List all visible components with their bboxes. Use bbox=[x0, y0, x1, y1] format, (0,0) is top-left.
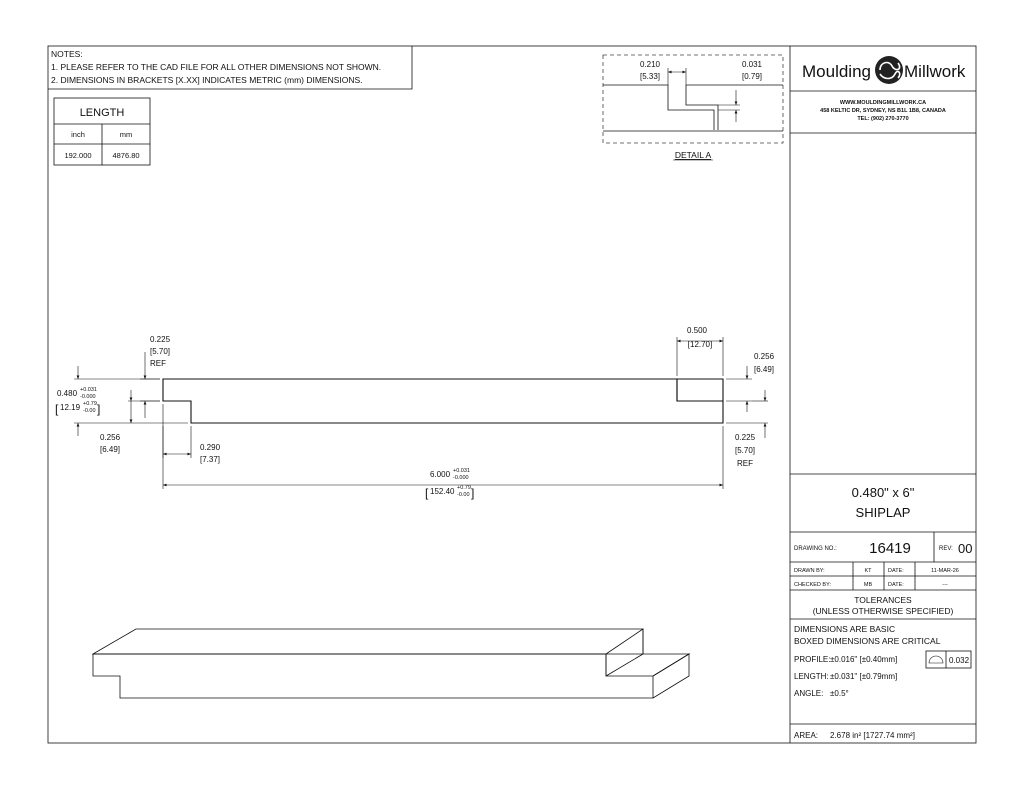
detail-a: 0.210 [5.33] 0.031 [0.79] DETAIL A bbox=[602, 54, 784, 161]
dim-thickness-plus: +0.031 bbox=[80, 387, 97, 393]
detail-a-label: DETAIL A bbox=[675, 150, 712, 160]
dim-right-bottom: 0.225 [5.70] REF bbox=[726, 390, 768, 468]
dim-overall-mm: 152.40 bbox=[430, 487, 455, 496]
profile-tolerance-value: 0.032 bbox=[949, 656, 970, 665]
length-value-inch: 192.000 bbox=[64, 151, 91, 160]
dim-right-top-width-in: 0.500 bbox=[687, 326, 708, 335]
product-line1: 0.480" x 6" bbox=[852, 485, 915, 500]
dims-basic-note: DIMENSIONS ARE BASIC bbox=[794, 624, 895, 634]
length-header-inch: inch bbox=[71, 130, 85, 139]
boxed-critical-note: BOXED DIMENSIONS ARE CRITICAL bbox=[794, 636, 941, 646]
profile-value: ±0.016" [±0.40mm] bbox=[830, 655, 897, 664]
dim-right-top-width: 0.500 [12.70] bbox=[676, 326, 724, 376]
drawn-by-value: KT bbox=[864, 568, 872, 574]
dim-thickness: 0.480 +0.031 -0.000 [ 12.19 +0.79 -0.00 … bbox=[55, 366, 188, 436]
drawn-date-label: DATE: bbox=[888, 568, 904, 574]
bracket-open: [ bbox=[425, 486, 429, 500]
dim-left-top-note: REF bbox=[150, 359, 166, 368]
dim-right-top-depth-in: 0.256 bbox=[754, 352, 775, 361]
dim-thickness-mm: 12.19 bbox=[60, 403, 81, 412]
bracket-open: [ bbox=[55, 402, 59, 416]
drawn-date-value: 11-MAR-26 bbox=[931, 568, 959, 574]
length-table: LENGTH inch mm 192.000 4876.80 bbox=[53, 97, 151, 166]
tolerances-subtitle: (UNLESS OTHERWISE SPECIFIED) bbox=[813, 606, 954, 616]
dim-left-top: 0.225 [5.70] REF bbox=[140, 335, 171, 418]
dim-right-bottom-note: REF bbox=[737, 459, 753, 468]
detail-a-dim-left-in: 0.210 bbox=[640, 60, 661, 69]
dim-right-top-depth: 0.256 [6.49] bbox=[726, 352, 775, 412]
detail-a-dim-left-mm: [5.33] bbox=[640, 72, 660, 81]
dim-thickness-in: 0.480 bbox=[57, 389, 78, 398]
bracket-close: ] bbox=[97, 402, 100, 416]
detail-a-dim-right-in: 0.031 bbox=[742, 60, 763, 69]
dim-right-top-width-mm: [12.70] bbox=[688, 340, 712, 349]
rev-label: REV: bbox=[939, 546, 953, 552]
dim-thickness-minus: -0.000 bbox=[80, 394, 96, 400]
company-logo-icon bbox=[875, 56, 903, 84]
length-table-title: LENGTH bbox=[80, 107, 125, 119]
length-header-mm: mm bbox=[120, 130, 133, 139]
tolerances-title: TOLERANCES bbox=[854, 595, 912, 605]
drawn-by-label: DRAWN BY: bbox=[794, 568, 825, 574]
dim-left-top-in: 0.225 bbox=[150, 335, 171, 344]
company-name-part1: Moulding bbox=[802, 62, 871, 81]
dim-left-bottom-depth-in: 0.256 bbox=[100, 433, 121, 442]
dim-left-bottom-width-mm: [7.37] bbox=[200, 455, 220, 464]
checked-by-label: CHECKED BY: bbox=[794, 582, 831, 588]
dim-thickness-mm-minus: -0.00 bbox=[83, 408, 96, 414]
angle-tol-label: ANGLE: bbox=[794, 689, 823, 698]
dim-left-top-mm: [5.70] bbox=[150, 347, 170, 356]
angle-tol-value: ±0.5° bbox=[830, 689, 849, 698]
dim-overall-plus: +0.031 bbox=[453, 468, 470, 474]
area-label: AREA: bbox=[794, 731, 818, 740]
product-line2: SHIPLAP bbox=[856, 505, 911, 520]
company-address: 458 KELTIC DR, SYDNEY, NS B1L 1B8, CANAD… bbox=[820, 108, 946, 114]
length-value-mm: 4876.80 bbox=[112, 151, 139, 160]
profile-label: PROFILE: bbox=[794, 655, 830, 664]
dim-left-bottom-depth: 0.256 [6.49] bbox=[100, 390, 160, 454]
note-item-2: 2. DIMENSIONS IN BRACKETS [X.XX] INDICAT… bbox=[51, 75, 363, 85]
dim-left-bottom-depth-mm: [6.49] bbox=[100, 445, 120, 454]
notes-title: NOTES: bbox=[51, 49, 83, 59]
company-phone: TEL: (902) 270-3770 bbox=[857, 116, 908, 122]
area-value: 2.678 in² [1727.74 mm²] bbox=[830, 731, 915, 740]
dim-overall-minus: -0.000 bbox=[453, 475, 469, 481]
dim-right-bottom-in: 0.225 bbox=[735, 433, 756, 442]
length-tol-value: ±0.031" [±0.79mm] bbox=[830, 672, 897, 681]
dim-overall-mm-plus: +0.79 bbox=[457, 485, 471, 491]
note-item-1: 1. PLEASE REFER TO THE CAD FILE FOR ALL … bbox=[51, 62, 381, 72]
company-website: WWW.MOULDINGMILLWORK.CA bbox=[840, 100, 926, 106]
bracket-close: ] bbox=[471, 486, 474, 500]
dim-thickness-mm-plus: +0.79 bbox=[83, 401, 97, 407]
profile-tolerance-frame bbox=[925, 650, 972, 669]
checked-by-value: MB bbox=[864, 582, 873, 588]
dim-left-bottom-width: 0.290 [7.37] bbox=[162, 404, 221, 464]
detail-a-dim-right-mm: [0.79] bbox=[742, 72, 762, 81]
isometric-view bbox=[91, 628, 691, 699]
drawing-no-label: DRAWING NO.: bbox=[794, 546, 837, 552]
company-name-part2: Millwork bbox=[904, 62, 966, 81]
notes-box: NOTES: 1. PLEASE REFER TO THE CAD FILE F… bbox=[48, 46, 413, 90]
profile-symbol-icon bbox=[928, 655, 944, 664]
checked-date-label: DATE: bbox=[888, 582, 904, 588]
length-tol-label: LENGTH: bbox=[794, 672, 829, 681]
dim-overall-width: 6.000 +0.031 -0.000 [ 152.40 +0.79 -0.00… bbox=[162, 426, 724, 500]
shiplap-profile bbox=[162, 378, 724, 424]
dim-overall-in: 6.000 bbox=[430, 470, 451, 479]
dim-overall-mm-minus: -0.00 bbox=[457, 492, 470, 498]
rev-value: 00 bbox=[958, 541, 972, 556]
dim-right-top-depth-mm: [6.49] bbox=[754, 365, 774, 374]
dim-right-bottom-mm: [5.70] bbox=[735, 446, 755, 455]
drawing-no-value: 16419 bbox=[869, 540, 911, 557]
sheet-border bbox=[47, 45, 977, 744]
checked-date-value: --- bbox=[942, 582, 948, 588]
dim-left-bottom-width-in: 0.290 bbox=[200, 443, 221, 452]
title-block: Moulding Millwork WWW.MOULDINGMILLWORK.C… bbox=[790, 56, 976, 740]
